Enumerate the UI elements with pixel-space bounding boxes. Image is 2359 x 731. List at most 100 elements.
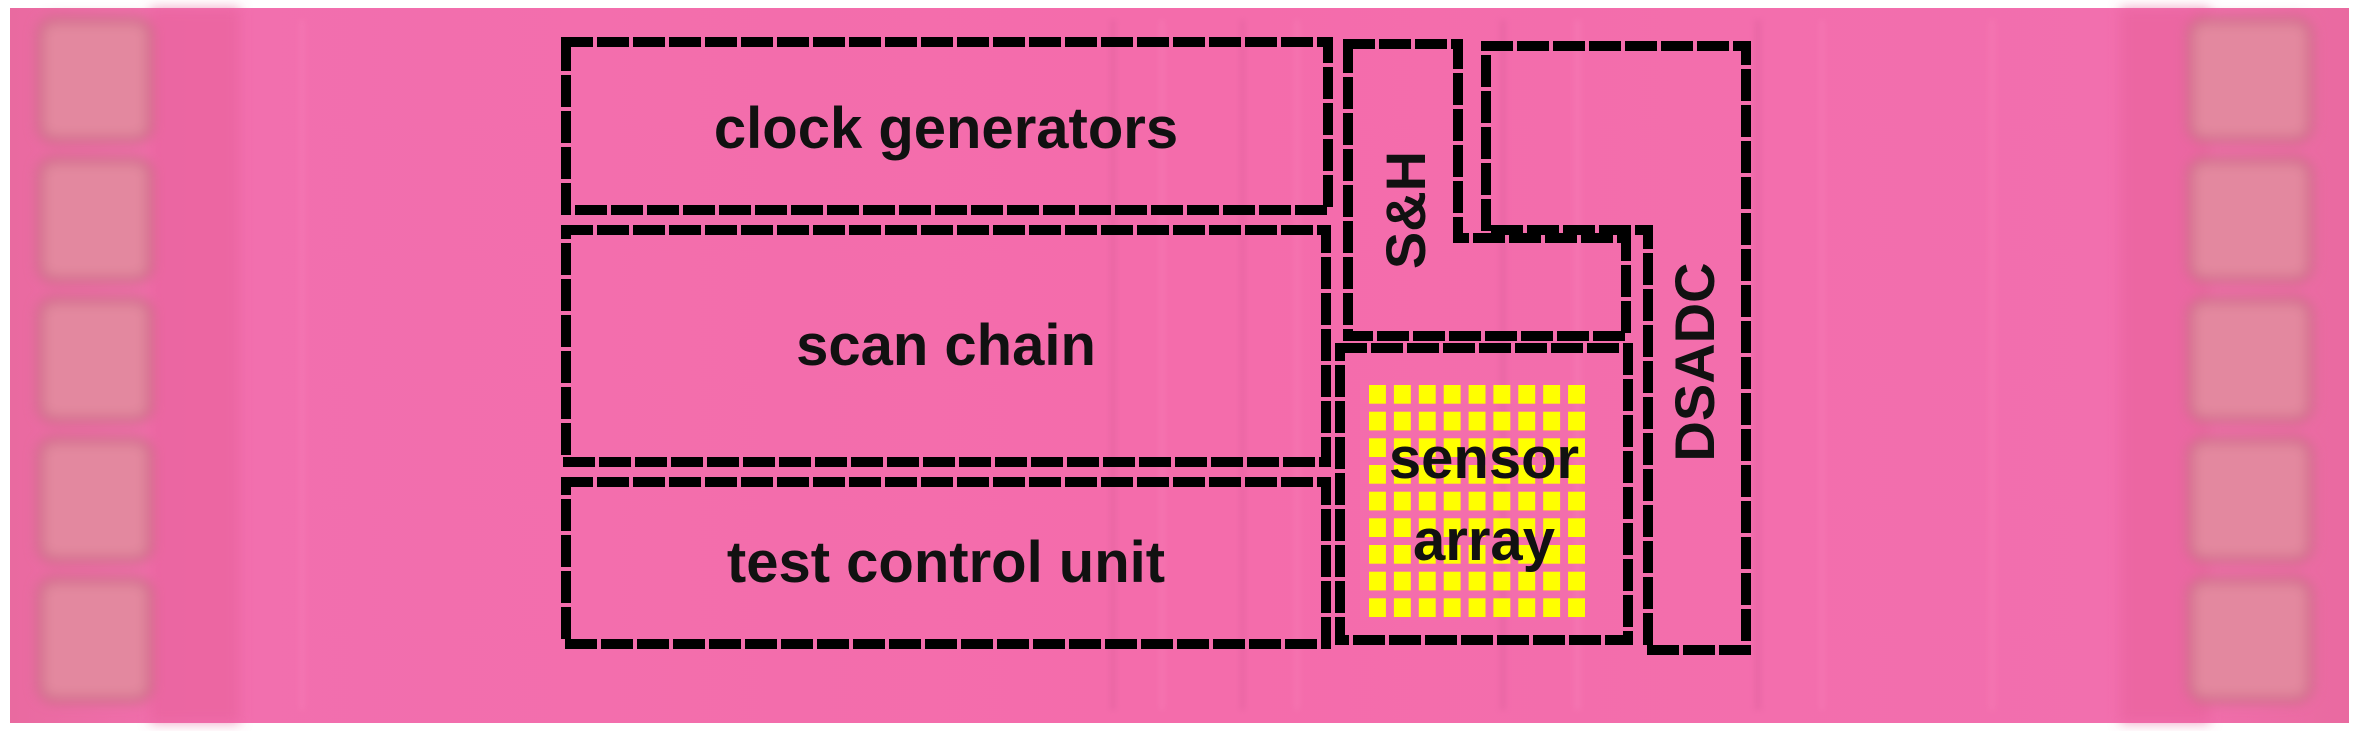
sensor-cell — [1369, 571, 1386, 591]
sensor-cell — [1418, 598, 1436, 617]
sensor-array-label-line1: sensor — [1389, 426, 1579, 491]
sample-hold-label: S&H — [1374, 151, 1437, 269]
sensor-cell — [1518, 438, 1536, 457]
sensor-cell — [1369, 438, 1386, 457]
test-control-unit-label: test control unit — [727, 530, 1165, 595]
sensor-cell — [1568, 518, 1585, 537]
sensor-cell — [1518, 411, 1536, 431]
sensor-cell — [1468, 385, 1486, 404]
sensor-cell — [1468, 438, 1486, 457]
sensor-array-block — [1335, 343, 1633, 645]
test-control-unit-block — [561, 477, 1331, 649]
sensor-cell — [1393, 518, 1411, 537]
sensor-cell — [1418, 518, 1436, 537]
clock-generators-block — [561, 37, 1333, 215]
sensor-cell — [1568, 545, 1585, 564]
right-pad-column — [2120, 8, 2313, 723]
sensor-cell — [1443, 571, 1461, 591]
sample-hold-block — [1343, 39, 1631, 341]
scan-chain-block — [561, 225, 1331, 467]
sensor-cell — [1493, 518, 1511, 537]
sensor-cell — [1468, 571, 1486, 591]
sensor-cell — [1493, 465, 1511, 484]
sensor-cell — [1443, 438, 1461, 457]
routing-texture — [300, 20, 1994, 710]
sensor-cell — [1543, 411, 1561, 431]
sensor-cell — [1418, 411, 1436, 431]
sensor-cell — [1393, 438, 1411, 457]
sensor-cell — [1393, 491, 1411, 511]
sensor-cell — [1543, 465, 1561, 484]
sensor-cell — [1418, 545, 1436, 564]
sensor-cell — [1468, 518, 1486, 537]
sensor-cell — [1418, 438, 1436, 457]
sensor-cell — [1543, 571, 1561, 591]
clock-generators-label: clock generators — [714, 96, 1178, 161]
sensor-cell — [1443, 545, 1461, 564]
sensor-cell — [1443, 598, 1461, 617]
sensor-cell — [1418, 385, 1436, 404]
sensor-cell — [1443, 518, 1461, 537]
sensor-cell — [1493, 491, 1511, 511]
sensor-cell — [1418, 465, 1436, 484]
sensor-cell — [1443, 411, 1461, 431]
sensor-cell — [1518, 598, 1536, 617]
sensor-cell — [1393, 385, 1411, 404]
sensor-cell — [1468, 411, 1486, 431]
sensor-cell — [1369, 491, 1386, 511]
sensor-cell — [1369, 545, 1386, 564]
dsadc-label: DSADC — [1663, 262, 1726, 461]
sensor-cell — [1493, 545, 1511, 564]
sensor-cell — [1369, 411, 1386, 431]
dsadc-block — [1481, 41, 1751, 655]
sensor-cell — [1493, 411, 1511, 431]
sensor-cell — [1568, 411, 1585, 431]
sensor-cell — [1543, 518, 1561, 537]
sensor-cell — [1543, 598, 1561, 617]
sensor-array-grid — [1369, 385, 1585, 617]
sensor-cell — [1493, 598, 1511, 617]
sensor-cell — [1543, 491, 1561, 511]
sensor-cell — [1393, 465, 1411, 484]
sensor-cell — [1568, 598, 1585, 617]
sensor-cell — [1493, 571, 1511, 591]
sensor-cell — [1568, 491, 1585, 511]
sensor-cell — [1468, 491, 1486, 511]
sensor-cell — [1418, 571, 1436, 591]
scan-chain-label: scan chain — [796, 313, 1096, 378]
die-background — [10, 8, 2349, 723]
left-pad-column — [37, 8, 240, 723]
sensor-cell — [1369, 465, 1386, 484]
sensor-cell — [1518, 491, 1536, 511]
sensor-cell — [1443, 385, 1461, 404]
sensor-cell — [1568, 385, 1585, 404]
sensor-cell — [1518, 545, 1536, 564]
sensor-cell — [1468, 598, 1486, 617]
sensor-cell — [1393, 598, 1411, 617]
sensor-cell — [1418, 491, 1436, 511]
sensor-cell — [1518, 518, 1536, 537]
sensor-cell — [1369, 518, 1386, 537]
sensor-cell — [1568, 571, 1585, 591]
sensor-cell — [1518, 571, 1536, 591]
sensor-cell — [1493, 385, 1511, 404]
sensor-cell — [1468, 545, 1486, 564]
sensor-cell — [1543, 545, 1561, 564]
sensor-cell — [1369, 385, 1386, 404]
sensor-array-label-line2: array — [1413, 508, 1555, 573]
sensor-cell — [1468, 465, 1486, 484]
sensor-cell — [1543, 385, 1561, 404]
sensor-cell — [1543, 438, 1561, 457]
sensor-cell — [1393, 545, 1411, 564]
sensor-cell — [1518, 465, 1536, 484]
sensor-cell — [1518, 385, 1536, 404]
sensor-cell — [1443, 491, 1461, 511]
sensor-cell — [1369, 598, 1386, 617]
sensor-cell — [1393, 411, 1411, 431]
sensor-cell — [1393, 571, 1411, 591]
sensor-cell — [1443, 465, 1461, 484]
sensor-cell — [1568, 465, 1585, 484]
sensor-cell — [1493, 438, 1511, 457]
sensor-cell — [1568, 438, 1585, 457]
